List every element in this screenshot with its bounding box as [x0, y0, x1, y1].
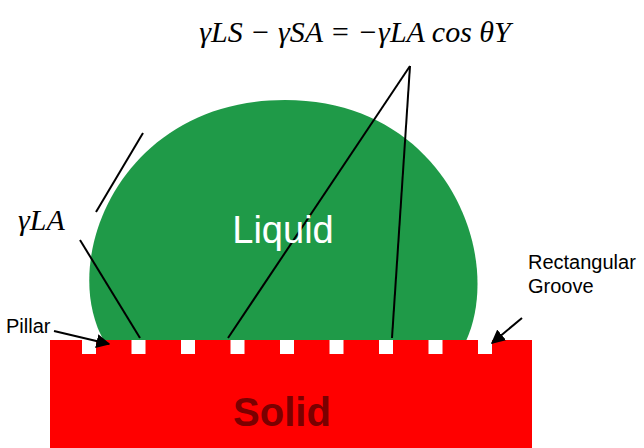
pillar-label: Pillar — [6, 314, 66, 338]
droplet-outline — [89, 100, 477, 341]
rectangular-groove — [429, 340, 443, 354]
pointer-arrow — [54, 331, 109, 344]
pointer-arrow — [492, 318, 522, 343]
rectangular-groove — [330, 340, 344, 354]
leader-line — [80, 240, 140, 338]
rectangular-groove — [231, 340, 245, 354]
leader-line — [228, 66, 410, 338]
young-equation: γLS − γSA = −γLA cos θY — [170, 14, 540, 50]
liquid-label: Liquid — [232, 209, 333, 252]
surface-tension-label: γLA — [18, 202, 108, 238]
rectangular-groove — [132, 340, 146, 354]
rectangular-groove — [181, 340, 195, 354]
groove-label: Rectangular Groove — [528, 250, 640, 298]
rectangular-groove — [379, 340, 393, 354]
solid-substrate: Solid — [50, 340, 532, 448]
rectangular-groove — [82, 340, 96, 354]
solid-label: Solid — [233, 390, 331, 435]
leader-line — [392, 66, 410, 338]
liquid-droplet: Liquid — [95, 98, 475, 342]
rectangular-groove — [280, 340, 294, 354]
leader-line — [96, 133, 143, 212]
rectangular-groove — [478, 340, 492, 354]
